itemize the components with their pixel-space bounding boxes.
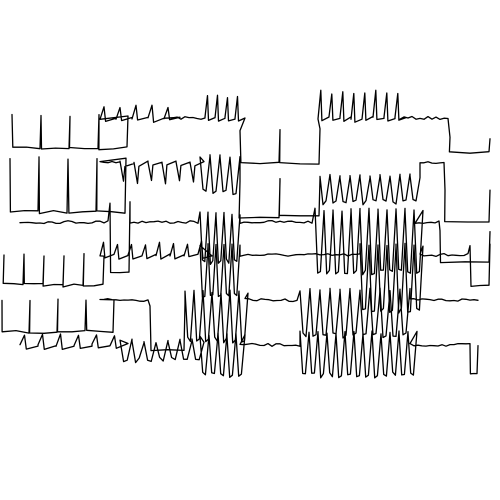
waveform-trace-4 (2, 240, 491, 314)
waveform-trace-1 (11, 89, 491, 165)
waveform-trace-3 (19, 201, 491, 276)
waveform-trace-5 (1, 287, 479, 352)
waveform-trace-2 (9, 154, 491, 223)
waveform-trace-6 (19, 330, 479, 379)
waveform-traces-group (1, 89, 491, 379)
